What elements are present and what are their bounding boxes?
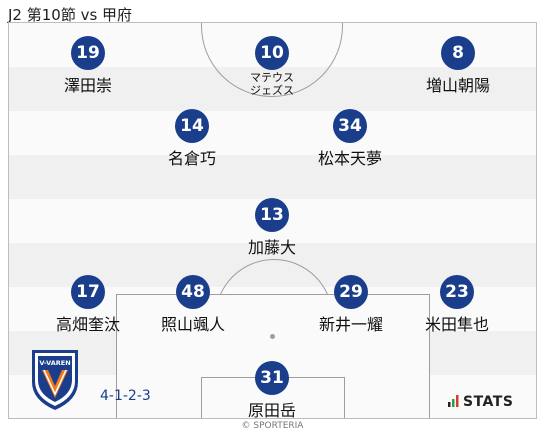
svg-text:V-VAREN: V-VAREN xyxy=(39,359,70,367)
player-name: マテウス xyxy=(250,71,294,84)
player-number: 10 xyxy=(255,36,289,70)
player-name: 加藤大 xyxy=(247,238,296,257)
player-23[interactable]: 23 米田隼也 xyxy=(407,275,507,335)
player-number: 14 xyxy=(175,109,209,143)
player-10[interactable]: 10 マテウス ジェズス xyxy=(222,36,322,97)
player-19[interactable]: 19 澤田崇 xyxy=(38,36,138,96)
copyright: © SPORTERIA xyxy=(241,421,304,431)
player-name: 高畑奎汰 xyxy=(55,315,120,334)
pitch-stripe xyxy=(9,111,536,155)
player-name: 新井一耀 xyxy=(318,315,383,334)
player-number: 48 xyxy=(176,275,210,309)
player-number: 13 xyxy=(255,198,289,232)
player-number: 19 xyxy=(71,36,105,70)
stats-logo-icon xyxy=(448,395,459,411)
player-name-line2: ジェズス xyxy=(250,84,294,97)
stats-label: STATS xyxy=(463,394,514,410)
player-13[interactable]: 13 加藤大 xyxy=(222,198,322,258)
player-29[interactable]: 29 新井一耀 xyxy=(301,275,401,335)
player-14[interactable]: 14 名倉巧 xyxy=(142,109,242,169)
player-31[interactable]: 31 原田岳 xyxy=(222,361,322,421)
match-title: J2 第10節 vs 甲府 xyxy=(8,6,133,24)
penalty-area xyxy=(116,294,430,418)
player-number: 29 xyxy=(334,275,368,309)
player-name: 米田隼也 xyxy=(424,315,489,334)
player-name: 澤田崇 xyxy=(63,76,112,95)
player-name: 原田岳 xyxy=(247,401,296,420)
player-17[interactable]: 17 高畑奎汰 xyxy=(38,275,138,335)
player-number: 8 xyxy=(441,36,475,70)
player-name: 名倉巧 xyxy=(167,149,216,168)
formation-label: 4-1-2-3 xyxy=(100,388,151,404)
player-name: 松本天夢 xyxy=(317,149,382,168)
player-8[interactable]: 8 増山朝陽 xyxy=(408,36,508,96)
stats-brand: STATS xyxy=(448,394,513,411)
player-number: 34 xyxy=(333,109,367,143)
player-number: 17 xyxy=(71,275,105,309)
team-logo-icon: V-VAREN xyxy=(30,348,80,416)
player-number: 23 xyxy=(440,275,474,309)
player-34[interactable]: 34 松本天夢 xyxy=(300,109,400,169)
penalty-spot xyxy=(270,334,275,339)
player-number: 31 xyxy=(255,361,289,395)
player-name: 増山朝陽 xyxy=(425,76,490,95)
player-name: 照山颯人 xyxy=(160,315,225,334)
player-48[interactable]: 48 照山颯人 xyxy=(143,275,243,335)
